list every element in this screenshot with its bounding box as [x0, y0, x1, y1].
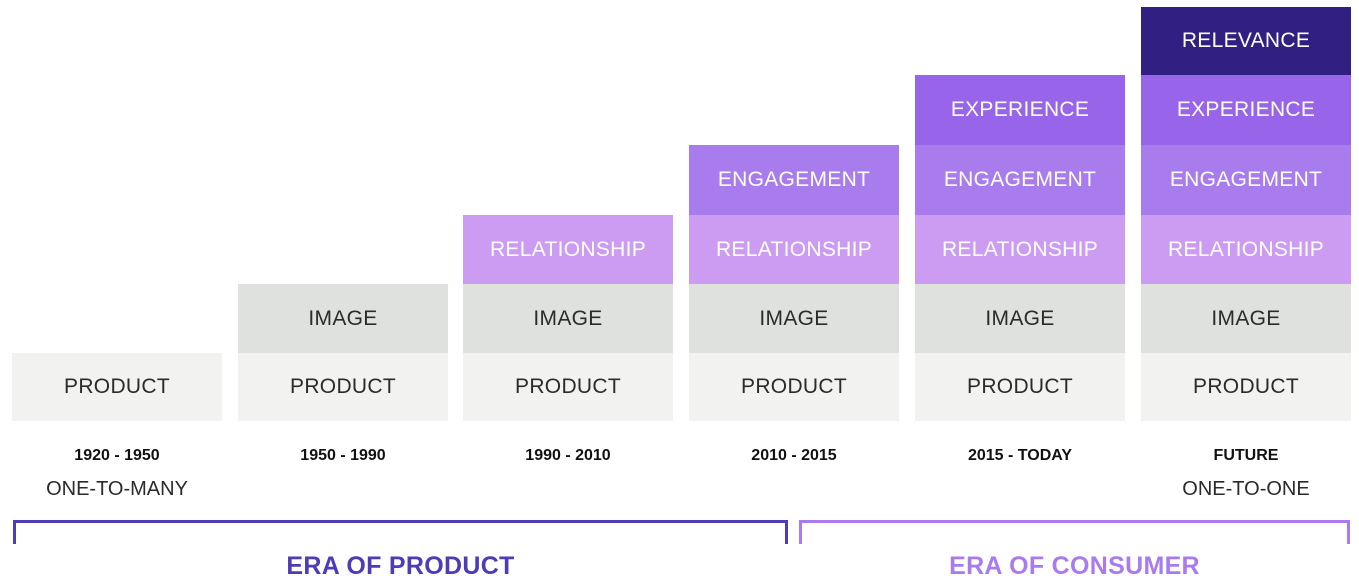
sub-label: ONE-TO-MANY — [46, 478, 188, 500]
era-product-bracket — [13, 520, 788, 544]
block-label: IMAGE — [985, 306, 1055, 330]
block-product: PRODUCT — [463, 353, 673, 421]
block-product: PRODUCT — [915, 353, 1125, 421]
block-product: PRODUCT — [12, 353, 222, 421]
block-image: IMAGE — [689, 284, 899, 353]
bracket-tick — [1347, 520, 1350, 544]
block-label: EXPERIENCE — [950, 98, 1090, 121]
column-1920-1950: PRODUCT 1920 - 1950 ONE-TO-MANY — [12, 0, 222, 580]
block-image: IMAGE — [1141, 284, 1351, 353]
bracket-tick — [799, 520, 802, 544]
block-label: PRODUCT — [1193, 375, 1299, 398]
era-consumer-label: ERA OF CONSUMER — [949, 552, 1200, 580]
block-product: PRODUCT — [689, 353, 899, 421]
block-label: ENGAGEMENT — [1169, 168, 1323, 191]
column-1950-1990: IMAGE PRODUCT 1950 - 1990 — [238, 0, 448, 580]
block-label: IMAGE — [759, 306, 829, 330]
period-label: 1950 - 1990 — [300, 447, 386, 464]
sub-label: ONE-TO-ONE — [1182, 478, 1310, 500]
block-label: PRODUCT — [967, 375, 1073, 398]
block-engagement: ENGAGEMENT — [1141, 145, 1351, 215]
block-label: RELATIONSHIP — [941, 237, 1099, 261]
block-label: IMAGE — [533, 306, 603, 330]
block-product: PRODUCT — [1141, 353, 1351, 421]
column-1990-2010: RELATIONSHIP IMAGE PRODUCT 1990 - 2010 — [463, 0, 673, 580]
block-engagement: ENGAGEMENT — [689, 145, 899, 215]
block-label: IMAGE — [308, 306, 378, 330]
block-label: RELATIONSHIP — [489, 237, 647, 261]
block-label: IMAGE — [1211, 306, 1281, 330]
era-product-label: ERA OF PRODUCT — [286, 552, 515, 580]
block-engagement: ENGAGEMENT — [915, 145, 1125, 215]
block-label: PRODUCT — [741, 375, 847, 398]
period-label: 2015 - TODAY — [967, 447, 1073, 464]
bracket-line — [13, 520, 788, 523]
block-relationship: RELATIONSHIP — [1141, 215, 1351, 284]
column-future: RELEVANCE EXPERIENCE ENGAGEMENT RELATION… — [1141, 0, 1351, 580]
bracket-line — [799, 520, 1350, 523]
block-relationship: RELATIONSHIP — [689, 215, 899, 284]
bracket-tick — [785, 520, 788, 544]
block-experience: EXPERIENCE — [915, 75, 1125, 145]
period-label: 1990 - 2010 — [525, 447, 611, 464]
column-2010-2015: ENGAGEMENT RELATIONSHIP IMAGE PRODUCT 20… — [689, 0, 899, 580]
block-label: EXPERIENCE — [1176, 98, 1316, 121]
block-relationship: RELATIONSHIP — [915, 215, 1125, 284]
block-relationship: RELATIONSHIP — [463, 215, 673, 284]
block-label: PRODUCT — [290, 375, 396, 398]
block-label: RELATIONSHIP — [1167, 237, 1325, 261]
block-label: RELEVANCE — [1181, 29, 1311, 52]
block-relevance: RELEVANCE — [1141, 7, 1351, 75]
block-image: IMAGE — [238, 284, 448, 353]
block-label: ENGAGEMENT — [943, 168, 1097, 191]
block-label: PRODUCT — [515, 375, 621, 398]
column-2015-today: EXPERIENCE ENGAGEMENT RELATIONSHIP IMAGE… — [915, 0, 1125, 580]
block-experience: EXPERIENCE — [1141, 75, 1351, 145]
period-label: FUTURE — [1213, 447, 1279, 464]
bracket-tick — [13, 520, 16, 544]
block-label: ENGAGEMENT — [717, 168, 871, 191]
block-product: PRODUCT — [238, 353, 448, 421]
era-consumer-bracket — [799, 520, 1350, 544]
block-label: RELATIONSHIP — [715, 237, 873, 261]
period-label: 2010 - 2015 — [751, 447, 837, 464]
block-image: IMAGE — [915, 284, 1125, 353]
block-image: IMAGE — [463, 284, 673, 353]
block-label: PRODUCT — [64, 375, 170, 398]
period-label: 1920 - 1950 — [74, 447, 160, 464]
